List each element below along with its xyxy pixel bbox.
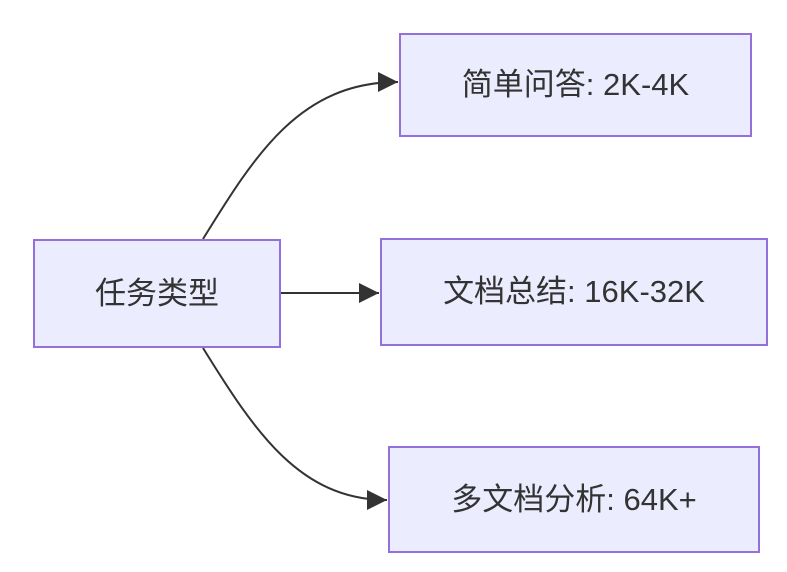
node-doc-summary: 文档总结: 16K-32K [380,238,768,346]
node-simple-qa-label: 简单问答: 2K-4K [461,67,690,103]
node-task-type-label: 任务类型 [95,275,219,311]
node-doc-summary-label: 文档总结: 16K-32K [443,274,705,310]
node-simple-qa: 简单问答: 2K-4K [399,33,752,137]
node-task-type: 任务类型 [33,239,281,348]
edge-root-to-multi-doc [202,347,388,510]
node-multi-doc-analysis-label: 多文档分析: 64K+ [451,481,697,517]
node-multi-doc-analysis: 多文档分析: 64K+ [388,446,760,553]
edge-root-to-simple-qa [202,72,399,240]
